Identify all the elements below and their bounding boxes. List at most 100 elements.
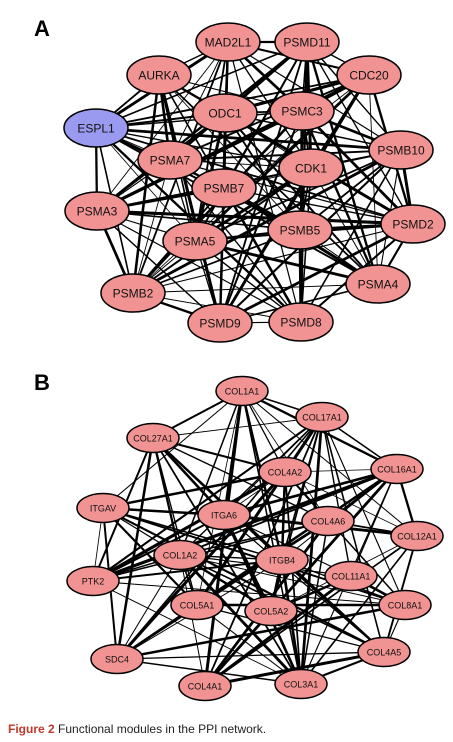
panel-b-node-col4a6[interactable]: COL4A6 [301,505,355,537]
panel-b-edge [178,554,303,685]
panel-b-node-ellipse [255,544,309,576]
panel-a-edge [96,210,302,323]
panel-b-edge [321,416,385,653]
panel-b-edge [270,416,323,612]
panel-a-node-psmb10[interactable]: PSMB10 [368,130,434,170]
panel-a-node-ellipse [274,22,340,62]
panel-b-node-label: COL1A1 [225,387,260,397]
panel-a-node-psmb7[interactable]: PSMB7 [191,168,257,208]
panel-b-node-col8a1[interactable]: COL8A1 [378,589,432,621]
panel-a-node-label: PSMA7 [150,154,191,168]
panel-a-node-psmb2[interactable]: PSMB2 [100,273,166,313]
panel-b-edge [92,580,302,685]
panel-a-edge [96,41,229,212]
panel-a-node-ellipse [64,191,130,231]
panel-b-node-col4a1[interactable]: COL4A1 [178,670,232,702]
panel-a-node-label: AURKA [138,69,179,83]
panel-b-node-col11a1[interactable]: COL11A1 [324,560,378,592]
panel-b-node-col4a2[interactable]: COL4A2 [258,456,312,488]
panel-a-node-ellipse [268,302,334,342]
caption-figure-number: Figure 2 [8,722,55,736]
panel-a-node-psmd2[interactable]: PSMD2 [380,204,446,244]
panel-a-node-ellipse [126,55,192,95]
panel-b-node-col16a1[interactable]: COL16A1 [370,453,424,485]
panel-b-node-sdc4[interactable]: SDC4 [90,643,144,675]
panel-b-node-ptk2[interactable]: PTK2 [66,565,120,597]
panel-a-edge [132,283,379,294]
panel-b-node-col12a1[interactable]: COL12A1 [390,520,444,552]
panel-a-node-ellipse [336,55,402,95]
panel-a-node-label: PSMC3 [281,105,323,119]
panel-b-node-col4a5[interactable]: COL4A5 [357,636,411,668]
panel-a-node-ellipse [267,210,333,250]
panel-b-node-col1a1[interactable]: COL1A1 [215,375,269,407]
panel-b-edge [223,467,398,517]
panel-a-node-psmd8[interactable]: PSMD8 [268,302,334,342]
panel-a-node-psma3[interactable]: PSMA3 [64,191,130,231]
panel-b-node-ellipse [244,595,298,627]
panel-a-node-psmc3[interactable]: PSMC3 [269,91,335,131]
panel-b-node-label: PTK2 [82,577,105,587]
panel-a-node-label: ESPL1 [77,122,115,136]
panel-b-node-label: COL27A1 [133,434,173,444]
panel-b-node-label: COL4A5 [367,648,402,658]
panel-a-node-label: PSMD9 [199,317,241,331]
panel-a-node-cdc20[interactable]: CDC20 [336,55,402,95]
panel-a-node-ellipse [269,91,335,131]
panel-a-node-mad2l1[interactable]: MAD2L1 [195,22,261,62]
panel-a-node-label: PSMD2 [392,218,434,232]
panel-a-node-psmb5[interactable]: PSMB5 [267,210,333,250]
panel-b-node-itga6[interactable]: ITGA6 [197,499,251,531]
panel-b-node-col1a2[interactable]: COL1A2 [153,539,207,571]
panel-b-node-col5a1[interactable]: COL5A1 [170,589,224,621]
panel-a-node-psmd11[interactable]: PSMD11 [274,22,340,62]
panel-b-node-label: COL16A1 [377,465,417,475]
panel-a-node-ellipse [100,273,166,313]
panel-b-edge [179,390,243,556]
panel-a-node-aurka[interactable]: AURKA [126,55,192,95]
panel-a-node-psma7[interactable]: PSMA7 [137,140,203,180]
panel-b-node-ellipse [274,668,328,700]
panel-b-edge [102,470,286,510]
panel-a-edge [131,74,161,294]
panel-b-edge [179,554,406,606]
panel-b-node-itgb4[interactable]: ITGB4 [255,544,309,576]
panel-a-node-psma5[interactable]: PSMA5 [162,221,228,261]
panel-a-node-ellipse [137,140,203,180]
panel-b-node-col5a2[interactable]: COL5A2 [244,595,298,627]
panel-a-node-odc1[interactable]: ODC1 [192,93,258,133]
panel-b-edge [284,471,302,685]
panel-a-edge [219,222,414,325]
panel-a-node-psma4[interactable]: PSMA4 [345,264,411,304]
panel-a-edge [227,41,312,169]
panel-b-label: B [34,370,50,395]
panel-b-node-ellipse [197,499,251,531]
panel-a-edge [194,149,402,242]
panel-a-edge [301,110,414,225]
panel-a-node-psmd9[interactable]: PSMD9 [187,303,253,343]
panel-a-edge [219,187,225,324]
panel-b-edge [321,416,352,577]
panel-b-node-itgav[interactable]: ITGAV [76,492,130,524]
panel-a-node-espl1[interactable]: ESPL1 [63,108,129,148]
panel-a-node-label: MAD2L1 [205,36,252,50]
panel-b-node-label: SDC4 [105,655,129,665]
panel-b-edge [116,603,406,661]
panel-a-node-label: PSMA4 [358,278,399,292]
panel-b-node-col27a1[interactable]: COL27A1 [126,422,180,454]
panel-a-node-label: CDC20 [349,69,389,83]
panel-a-node-cdk1[interactable]: CDK1 [278,148,344,188]
panel-b-node-ellipse [390,520,444,552]
panel-a-node-label: PSMB2 [113,287,154,301]
panel-b-node-col3a1[interactable]: COL3A1 [274,668,328,700]
panel-a-edge [194,73,370,243]
panel-b-node-label: COL5A1 [180,601,215,611]
panel-b-node-label: COL4A6 [311,517,346,527]
panel-a-node-label: CDK1 [295,162,327,176]
panel-a-node-label: ODC1 [208,107,242,121]
panel-b-node-col17a1[interactable]: COL17A1 [295,401,349,433]
panel-a-node-ellipse [192,93,258,133]
